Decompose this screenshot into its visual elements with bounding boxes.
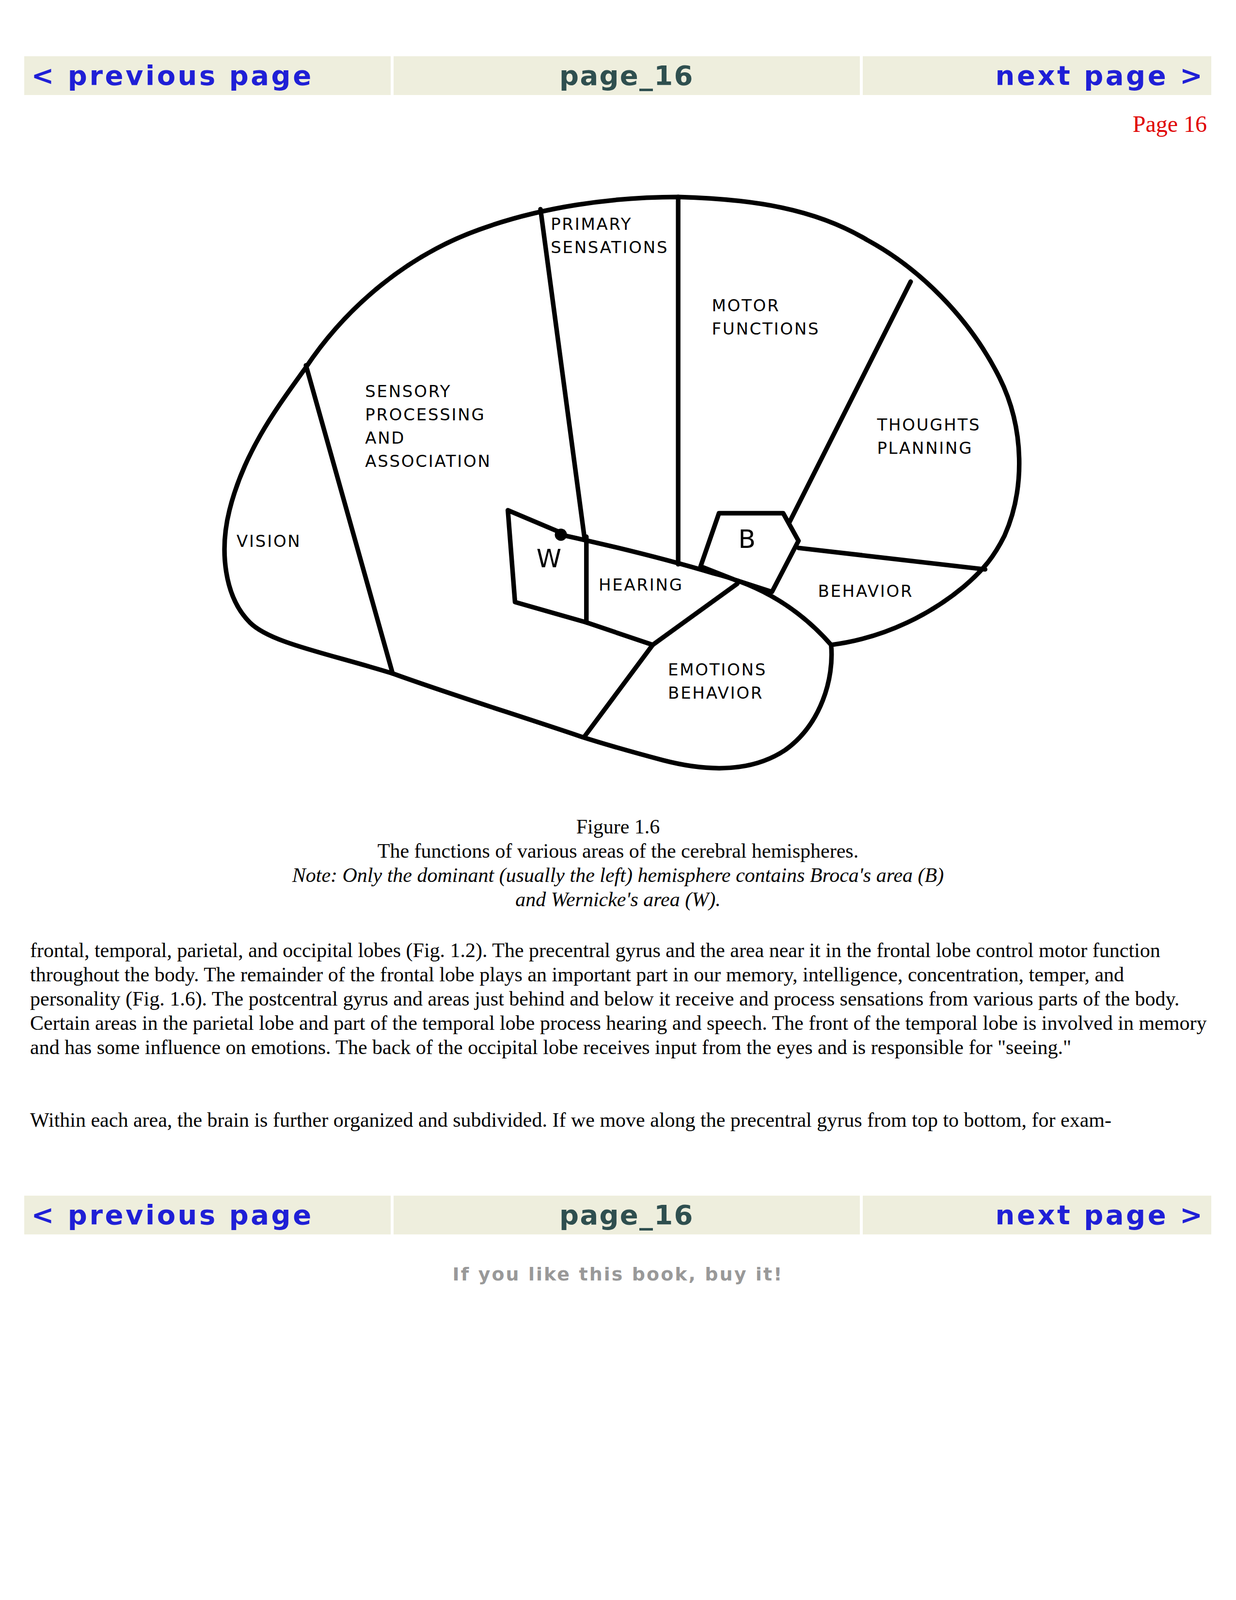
region-label: W <box>536 546 562 571</box>
brain-region: MOTOR FUNCTIONS <box>712 293 821 341</box>
nav-button: < previous page <box>24 56 391 96</box>
area-letter: W <box>536 546 562 571</box>
region-label: SENSORY PROCESSING AND ASSOCIATION <box>364 379 492 473</box>
region-label: MOTOR FUNCTIONS <box>712 293 821 341</box>
body-paragraph: frontal, temporal, parietal, and occipit… <box>30 937 1213 1060</box>
fissure-dot <box>554 528 568 541</box>
region-label: EMOTIONS BEHAVIOR <box>667 657 767 705</box>
region-label: BEHAVIOR <box>817 579 914 603</box>
nav-label: < previous page <box>31 1198 314 1231</box>
region-label: PRIMARY SENSATIONS <box>550 212 669 259</box>
nav-button: next page > <box>862 56 1212 96</box>
footer-note: If you like this book, buy it! <box>375 1262 861 1285</box>
nav-label: < previous page <box>31 59 314 92</box>
region-border <box>675 196 681 565</box>
region-label: HEARING <box>598 572 684 597</box>
page-number: Page 16 <box>920 110 1207 138</box>
brain-region: THOUGHTS PLANNING <box>876 412 981 460</box>
nav-button: page_16 <box>393 56 860 96</box>
brain-region: HEARING <box>598 572 684 597</box>
region-label: THOUGHTS PLANNING <box>876 412 981 460</box>
body-paragraph: Within each area, the brain is further o… <box>30 1107 1213 1132</box>
nav-label: next page > <box>995 59 1205 92</box>
nav-button: page_16 <box>393 1195 860 1235</box>
nav-label: page_16 <box>559 1198 695 1231</box>
region-border <box>586 622 653 645</box>
nav-button: next page > <box>862 1195 1212 1235</box>
nav-label: page_16 <box>559 59 695 92</box>
figure-caption: The functions of various areas of the ce… <box>181 838 1055 863</box>
wernicke-area-outline <box>507 509 587 623</box>
nav-label: next page > <box>995 1198 1205 1231</box>
brain-region: VISION <box>236 529 302 553</box>
brain-region: SENSORY PROCESSING AND ASSOCIATION <box>364 379 492 473</box>
region-border <box>584 644 653 737</box>
brain-outline <box>224 196 1020 768</box>
region-label: B <box>738 527 756 551</box>
area-letter: B <box>738 527 756 551</box>
figure-number: Figure 1.6 <box>375 814 861 839</box>
nav-button: < previous page <box>24 1195 391 1235</box>
region-border <box>798 547 985 570</box>
brain-region: EMOTIONS BEHAVIOR <box>667 657 767 705</box>
broca-area-outline <box>700 513 799 592</box>
brain-region: PRIMARY SENSATIONS <box>550 212 669 259</box>
region-border <box>540 208 585 537</box>
figure-note: Note: Only the dominant (usually the lef… <box>288 862 948 912</box>
brain-region: BEHAVIOR <box>817 579 914 603</box>
region-label: VISION <box>236 529 302 553</box>
region-border <box>787 281 911 527</box>
